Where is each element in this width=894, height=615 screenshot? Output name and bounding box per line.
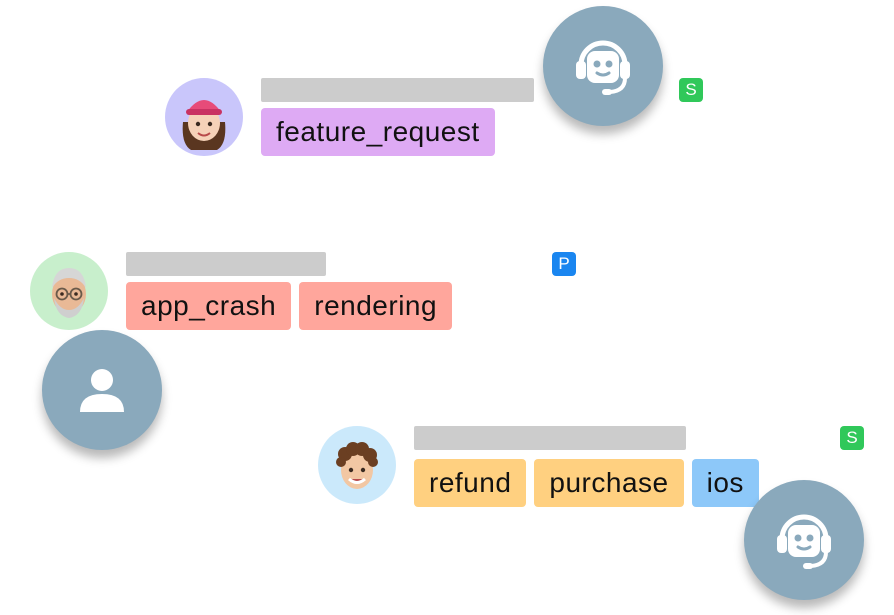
robot-agent-icon [576, 40, 630, 95]
agent-bot-button[interactable] [543, 6, 663, 126]
tag[interactable]: feature_request [261, 108, 495, 156]
older-man-glasses-avatar [30, 252, 108, 330]
customer-avatar[interactable] [318, 426, 396, 504]
woman-pink-cap-avatar [165, 78, 243, 156]
person-icon [80, 369, 124, 412]
tag-list: feature_request [261, 108, 495, 156]
customer-avatar[interactable] [30, 252, 108, 330]
tag-list: app_crash rendering [126, 282, 453, 330]
tag-list: refund purchase ios [414, 459, 759, 507]
redacted-name [261, 78, 534, 102]
tag[interactable]: app_crash [126, 282, 292, 330]
tag[interactable]: rendering [299, 282, 453, 330]
redacted-name [414, 426, 686, 450]
channel-badge: S [840, 426, 864, 450]
tag[interactable]: ios [691, 459, 759, 507]
curly-hair-man-avatar [318, 426, 396, 504]
redacted-name [126, 252, 326, 276]
customer-avatar[interactable] [165, 78, 243, 156]
agent-bot-button[interactable] [744, 480, 864, 600]
user-profile-button[interactable] [42, 330, 162, 450]
channel-badge: P [552, 252, 576, 276]
tag[interactable]: purchase [534, 459, 684, 507]
tag[interactable]: refund [414, 459, 527, 507]
robot-agent-icon [777, 514, 831, 569]
channel-badge: S [679, 78, 703, 102]
